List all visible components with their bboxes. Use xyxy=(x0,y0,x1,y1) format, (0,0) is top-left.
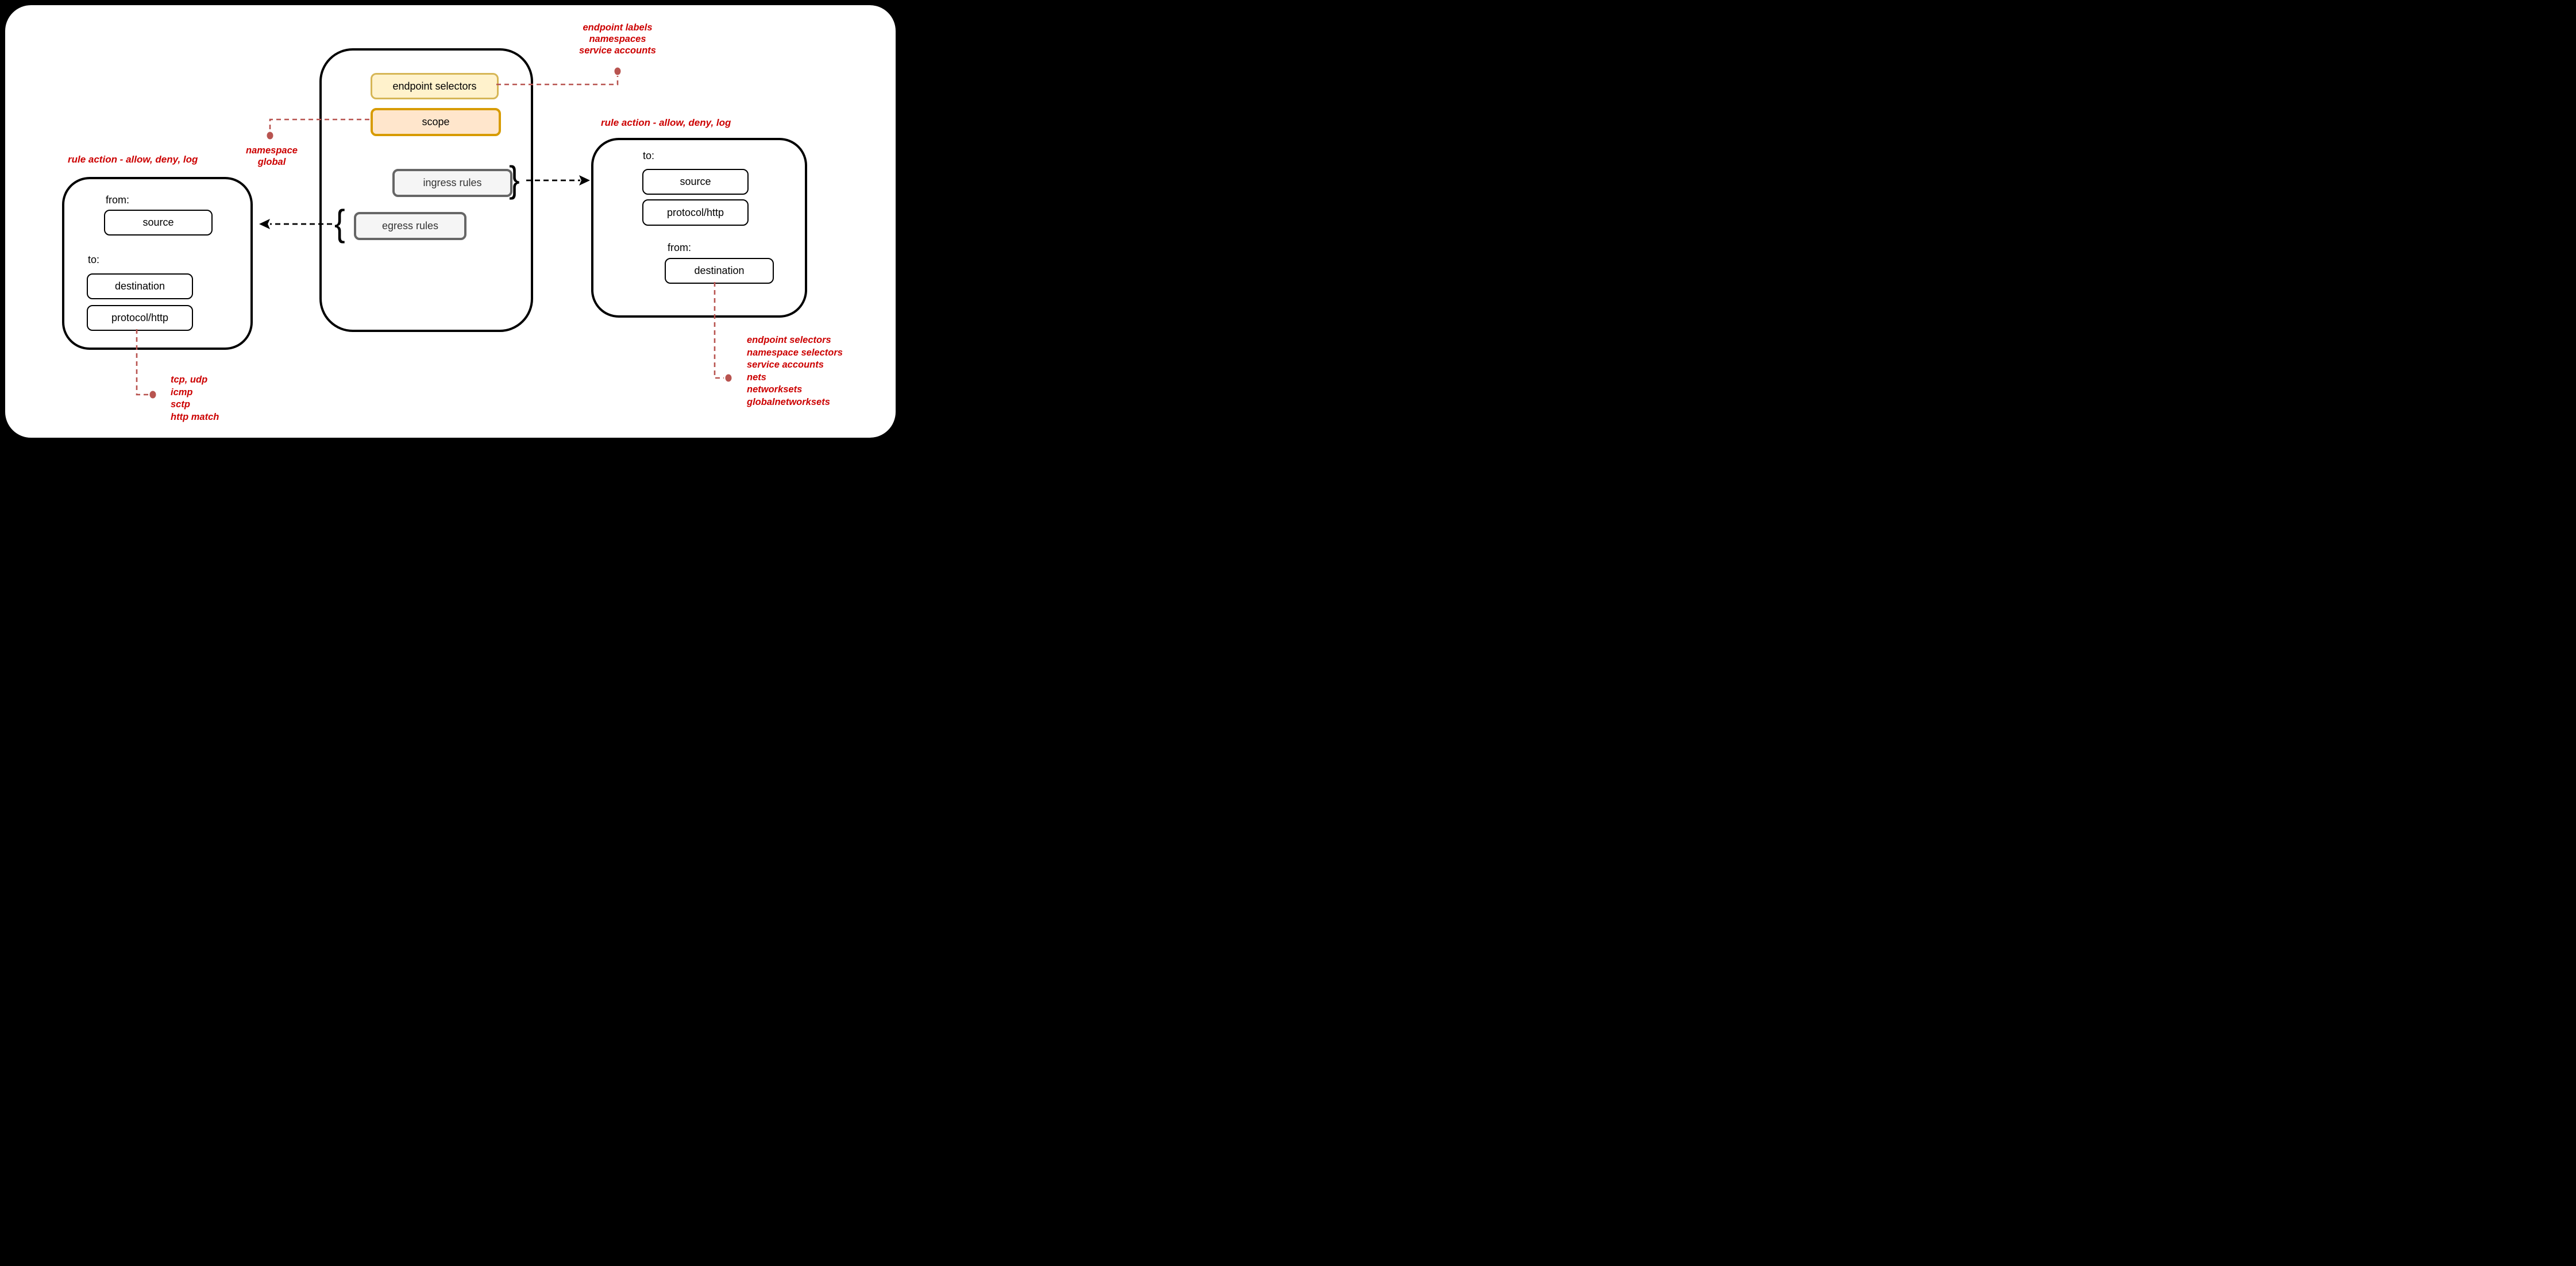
ingress-rule-box xyxy=(591,138,807,318)
egress-open-brace: { xyxy=(334,202,345,244)
endpoint-selectors-node: endpoint selectors xyxy=(371,73,499,99)
egress-rules-label: egress rules xyxy=(381,220,439,231)
note-line: namespace xyxy=(246,145,298,156)
note-line: sctp xyxy=(171,399,190,410)
note-line: http match xyxy=(171,411,219,422)
ingress-rules-label: ingress rules xyxy=(423,177,482,188)
egress-rules-node: egress rules xyxy=(354,212,466,240)
diagram-canvas: endpoint selectors scope ingress rules e… xyxy=(0,0,901,443)
note-line: namespaces xyxy=(589,34,646,44)
egress-source-label: source xyxy=(142,217,174,228)
egress-destination-label: destination xyxy=(114,280,165,292)
protocol-note: tcp, udp icmp sctp http match xyxy=(171,374,219,423)
ingress-from-label: from: xyxy=(668,242,692,253)
egress-rule-box xyxy=(62,177,253,350)
scope-node: scope xyxy=(371,108,501,136)
ingress-destination-node: destination xyxy=(665,258,774,284)
egress-rule-title: rule action - allow, deny, log xyxy=(68,154,198,165)
ingress-protocol-node: protocol/http xyxy=(642,199,749,226)
scope-note: namespace global xyxy=(232,145,312,168)
egress-protocol-node: protocol/http xyxy=(87,305,193,331)
note-line: tcp, udp xyxy=(171,375,208,385)
endpoint-selectors-note: endpoint labels namespaces service accou… xyxy=(560,22,675,56)
note-line: endpoint selectors xyxy=(747,335,831,345)
ingress-protocol-label: protocol/http xyxy=(666,206,724,218)
note-line: networksets xyxy=(747,384,803,395)
note-line: service accounts xyxy=(747,360,824,370)
egress-source-node: source xyxy=(104,210,213,236)
note-line: globalnetworksets xyxy=(747,396,830,407)
note-line: namespace selectors xyxy=(747,347,843,358)
destination-note: endpoint selectors namespace selectors s… xyxy=(747,334,843,408)
scope-label: scope xyxy=(422,116,450,128)
ingress-rule-title: rule action - allow, deny, log xyxy=(601,117,731,128)
note-line: global xyxy=(257,157,286,167)
egress-from-label: from: xyxy=(106,194,130,206)
note-line: icmp xyxy=(171,387,193,397)
ingress-close-brace: } xyxy=(509,158,520,200)
note-line: service accounts xyxy=(579,45,656,56)
egress-to-label: to: xyxy=(88,254,100,265)
ingress-source-label: source xyxy=(680,176,711,187)
note-line: endpoint labels xyxy=(583,22,653,33)
ingress-rules-node: ingress rules xyxy=(392,169,512,197)
ingress-to-label: to: xyxy=(643,150,655,161)
note-line: nets xyxy=(747,372,766,383)
egress-protocol-label: protocol/http xyxy=(111,312,169,323)
egress-destination-node: destination xyxy=(87,273,193,299)
endpoint-selectors-label: endpoint selectors xyxy=(392,80,477,92)
ingress-source-node: source xyxy=(642,169,749,195)
ingress-destination-label: destination xyxy=(694,265,745,276)
